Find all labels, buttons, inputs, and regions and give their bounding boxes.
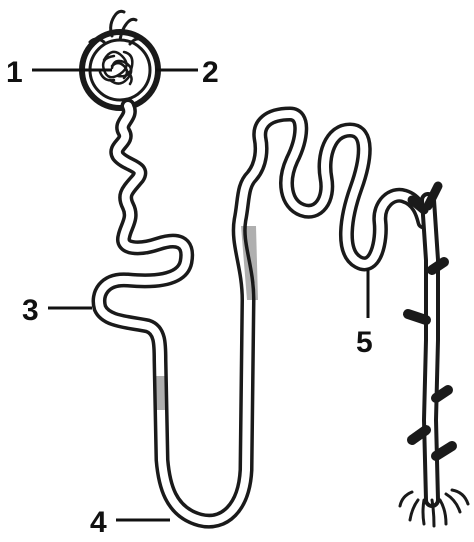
leader-lines [32, 70, 368, 520]
renal-corpuscle [82, 11, 158, 108]
thick-descending-segment [156, 376, 166, 410]
collecting-duct [400, 186, 468, 526]
label-4: 4 [90, 506, 107, 539]
labels: 1 2 3 4 5 [6, 56, 373, 539]
label-5: 5 [356, 326, 373, 359]
label-1: 1 [6, 56, 23, 89]
label-2: 2 [202, 56, 219, 89]
label-3: 3 [22, 294, 39, 327]
nephron-tubule [99, 106, 424, 521]
